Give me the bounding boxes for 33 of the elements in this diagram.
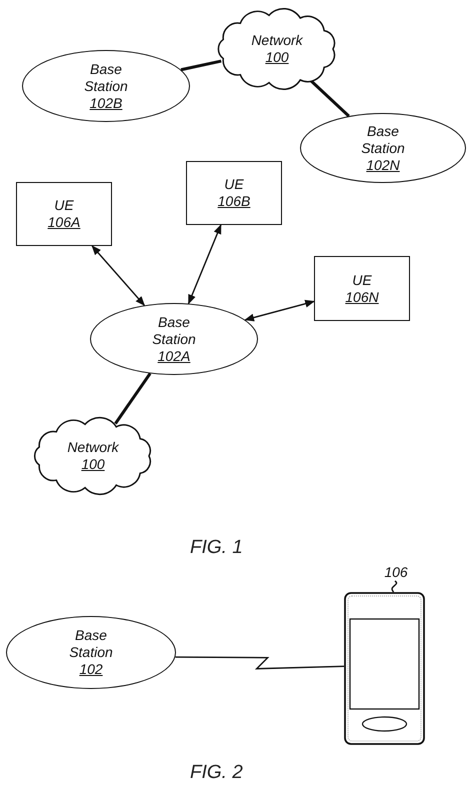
ue-box: [186, 161, 282, 225]
ue-box: [16, 182, 112, 246]
reference-number: 100: [265, 49, 289, 66]
node-label: Base Station: [151, 314, 197, 348]
figure-caption: FIG. 1: [190, 537, 243, 559]
picture: [344, 592, 425, 745]
reference-number: 106A: [48, 214, 80, 231]
reference-number: 106B: [218, 193, 250, 210]
reference-number: 102: [79, 661, 103, 678]
wireless-link: [175, 656, 344, 670]
reference-number: 106N: [345, 288, 379, 306]
reference-number: 102A: [158, 348, 190, 364]
reference-number: 102N: [366, 156, 400, 174]
connection-line: [308, 78, 350, 118]
node-label: Network: [67, 439, 119, 456]
reference-number: 106: [384, 564, 408, 580]
node-label: Network: [251, 32, 303, 49]
figure-caption: FIG. 2: [190, 762, 243, 784]
ue-box: [314, 256, 410, 321]
node-label: UE: [352, 272, 372, 288]
double-arrow: [244, 300, 315, 322]
double-arrow: [92, 245, 145, 306]
node-label: Base Station: [360, 122, 406, 156]
node-label: Base Station: [83, 60, 129, 94]
connection-line: [391, 580, 398, 592]
node-label: UE: [54, 197, 74, 214]
node-label: UE: [224, 176, 244, 193]
reference-number: 100: [81, 456, 105, 473]
double-arrow: [188, 224, 222, 304]
connection-line: [114, 372, 152, 424]
connection-line: [180, 60, 222, 72]
reference-number: 102B: [90, 94, 122, 112]
node-label: Base Station: [68, 627, 114, 661]
